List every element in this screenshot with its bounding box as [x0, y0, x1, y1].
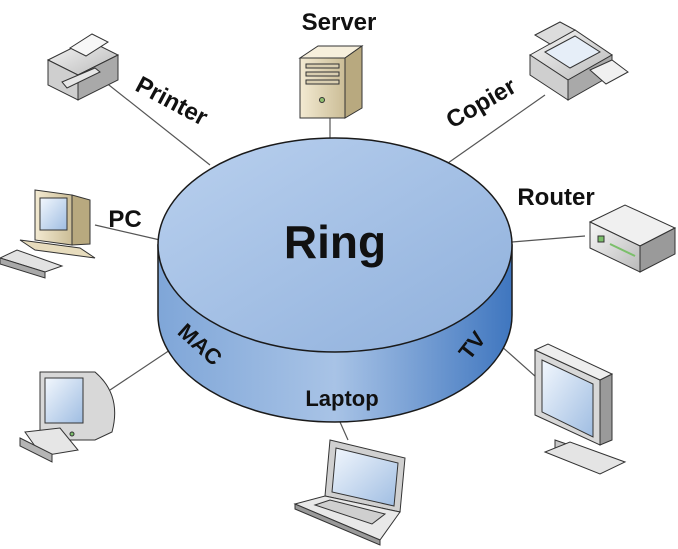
node-label-router: Router: [517, 184, 594, 211]
ring-disc: [157, 137, 513, 423]
link-line-router: [511, 235, 586, 243]
node-label-pc: PC: [108, 206, 141, 233]
node-label-server: Server: [302, 9, 377, 36]
link-line-copier: [447, 94, 546, 164]
desktop-pc-icon: [0, 189, 96, 279]
link-line-mac: [109, 349, 171, 391]
monitor-tv-icon: [533, 343, 627, 475]
laptop-icon: [293, 439, 406, 546]
mac-computer-icon: [19, 371, 116, 463]
node-label-printer: Printer: [131, 71, 212, 131]
printer-icon: [46, 33, 120, 101]
server-tower-icon: [298, 45, 364, 119]
link-line-printer: [89, 69, 211, 166]
router-icon: [588, 204, 677, 273]
ring-disc-top: [157, 137, 513, 353]
link-line-laptop: [339, 421, 349, 441]
node-label-laptop: Laptop: [305, 386, 378, 411]
node-label-copier: Copier: [442, 73, 521, 134]
ring-center-label: Ring: [284, 216, 386, 268]
link-line-pc: [94, 224, 161, 241]
copier-icon: [529, 21, 629, 101]
